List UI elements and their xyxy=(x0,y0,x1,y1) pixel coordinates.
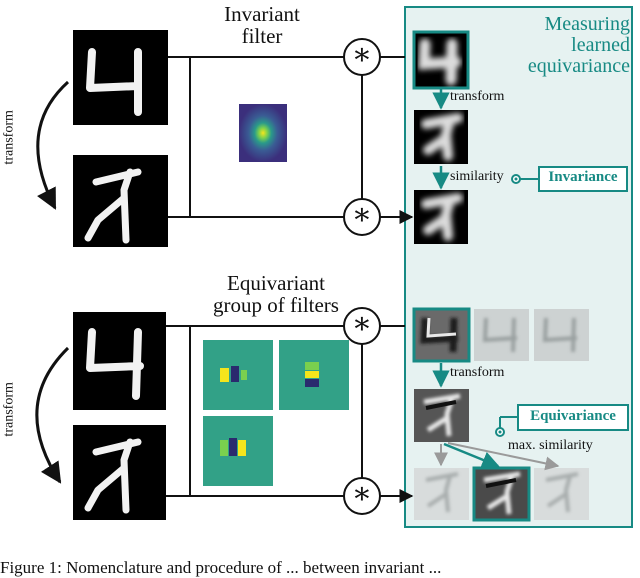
figure-caption: Figure 1: Nomenclature and procedure of … xyxy=(0,558,442,577)
digit-4-image-bottom xyxy=(73,312,166,410)
convolution-symbol-top-1: ∗ xyxy=(351,38,373,71)
equivariance-result-box xyxy=(517,404,629,431)
invariance-link xyxy=(511,174,539,184)
invariant-filter-image xyxy=(239,104,287,162)
diagram-canvas xyxy=(35,30,629,522)
panel-title: Measuring learned equivariance xyxy=(486,14,630,77)
digit-transformed-image-top xyxy=(73,155,168,247)
equivariance-similarity-label: max. similarity xyxy=(508,438,593,453)
equivariant-response-2 xyxy=(474,309,529,361)
convolution-operator-top-2 xyxy=(343,198,381,236)
digit-transformed-image-bottom xyxy=(73,425,166,520)
invariant-filter-title: Invariant filter xyxy=(200,3,324,47)
convolution-symbol-top-2: ∗ xyxy=(351,198,373,231)
invariant-response-1 xyxy=(412,30,470,90)
transform-arrow-top xyxy=(36,80,70,210)
convolution-operator-bottom-1 xyxy=(343,307,381,345)
equivariant-transformed-response xyxy=(414,389,469,442)
equivariant-filter-3 xyxy=(203,416,273,486)
equivariant-filter-1 xyxy=(203,340,273,410)
digit-4-image-top xyxy=(73,30,168,125)
equivariant-filter-2 xyxy=(279,340,349,410)
max-similarity-arrows xyxy=(434,442,560,471)
equivariance-link xyxy=(495,416,518,437)
panel-title-line1: Measuring xyxy=(544,13,630,35)
equivariant-filter-title-line2: group of filters xyxy=(213,293,339,318)
panel-title-line2: learned xyxy=(571,34,630,56)
equivariant-candidate-1 xyxy=(414,468,469,520)
transform-label-bottom: transform xyxy=(1,382,17,437)
equivariant-connectors xyxy=(166,325,414,503)
equivariance-result-label: Equivariance xyxy=(530,408,616,424)
panel-title-line3: equivariance xyxy=(527,55,630,77)
convolution-symbol-bottom-1: ∗ xyxy=(351,307,373,340)
equivariant-response-1 xyxy=(412,307,471,363)
equivariant-filter-title: Equivariant group of filters xyxy=(196,272,356,316)
convolution-symbol-bottom-2: ∗ xyxy=(351,477,373,510)
equivariant-response-3 xyxy=(534,309,589,361)
transform-label-top: transform xyxy=(1,110,17,165)
equivariance-transform-label: transform xyxy=(450,365,505,380)
invariance-result-label: Invariance xyxy=(548,169,618,185)
invariance-similarity-label: similarity xyxy=(450,169,504,184)
convolution-operator-bottom-2 xyxy=(343,477,381,515)
invariant-connectors xyxy=(168,56,414,224)
invariant-filter-title-line2: filter xyxy=(241,24,283,49)
figure: transform transform Invariant filter Equ… xyxy=(0,3,633,577)
invariant-response-3 xyxy=(414,190,468,244)
transform-arrow-bottom xyxy=(35,346,70,484)
convolution-operator-top-1 xyxy=(343,38,381,76)
invariance-transform-label: transform xyxy=(450,89,505,104)
equivariant-candidate-3 xyxy=(534,468,589,520)
invariance-result-box xyxy=(538,166,628,192)
invariant-response-2 xyxy=(414,110,468,164)
invariant-filter-title-line1: Invariant xyxy=(224,2,300,26)
equivariant-filter-title-line1: Equivariant xyxy=(227,271,325,295)
equivariant-candidate-2 xyxy=(472,466,531,522)
